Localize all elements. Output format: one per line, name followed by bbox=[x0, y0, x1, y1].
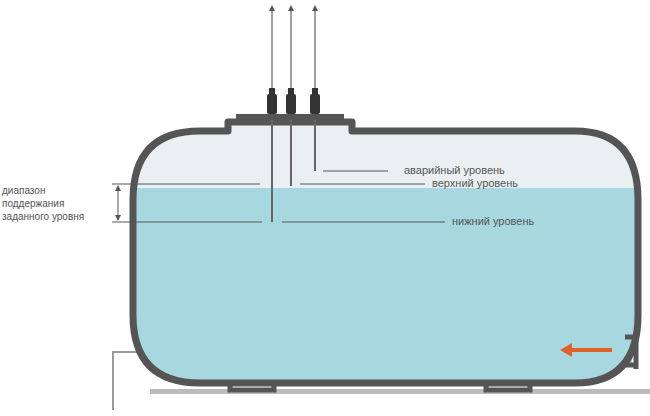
level-label: нижний уровень bbox=[452, 215, 534, 228]
level-leaders bbox=[112, 171, 445, 222]
liquid bbox=[130, 188, 645, 388]
tank-shell bbox=[133, 122, 638, 383]
sensor-flange bbox=[236, 114, 344, 120]
gas-space bbox=[130, 115, 645, 190]
level-label: верхний уровень bbox=[432, 177, 518, 190]
flow-arrowhead bbox=[560, 343, 572, 357]
ground bbox=[150, 389, 650, 394]
range-label: диапазон поддержания заданного уровня bbox=[2, 184, 110, 223]
level-sensors bbox=[272, 8, 315, 222]
flow-arrow bbox=[570, 348, 612, 352]
level-label: аварийный уровень bbox=[404, 164, 505, 177]
